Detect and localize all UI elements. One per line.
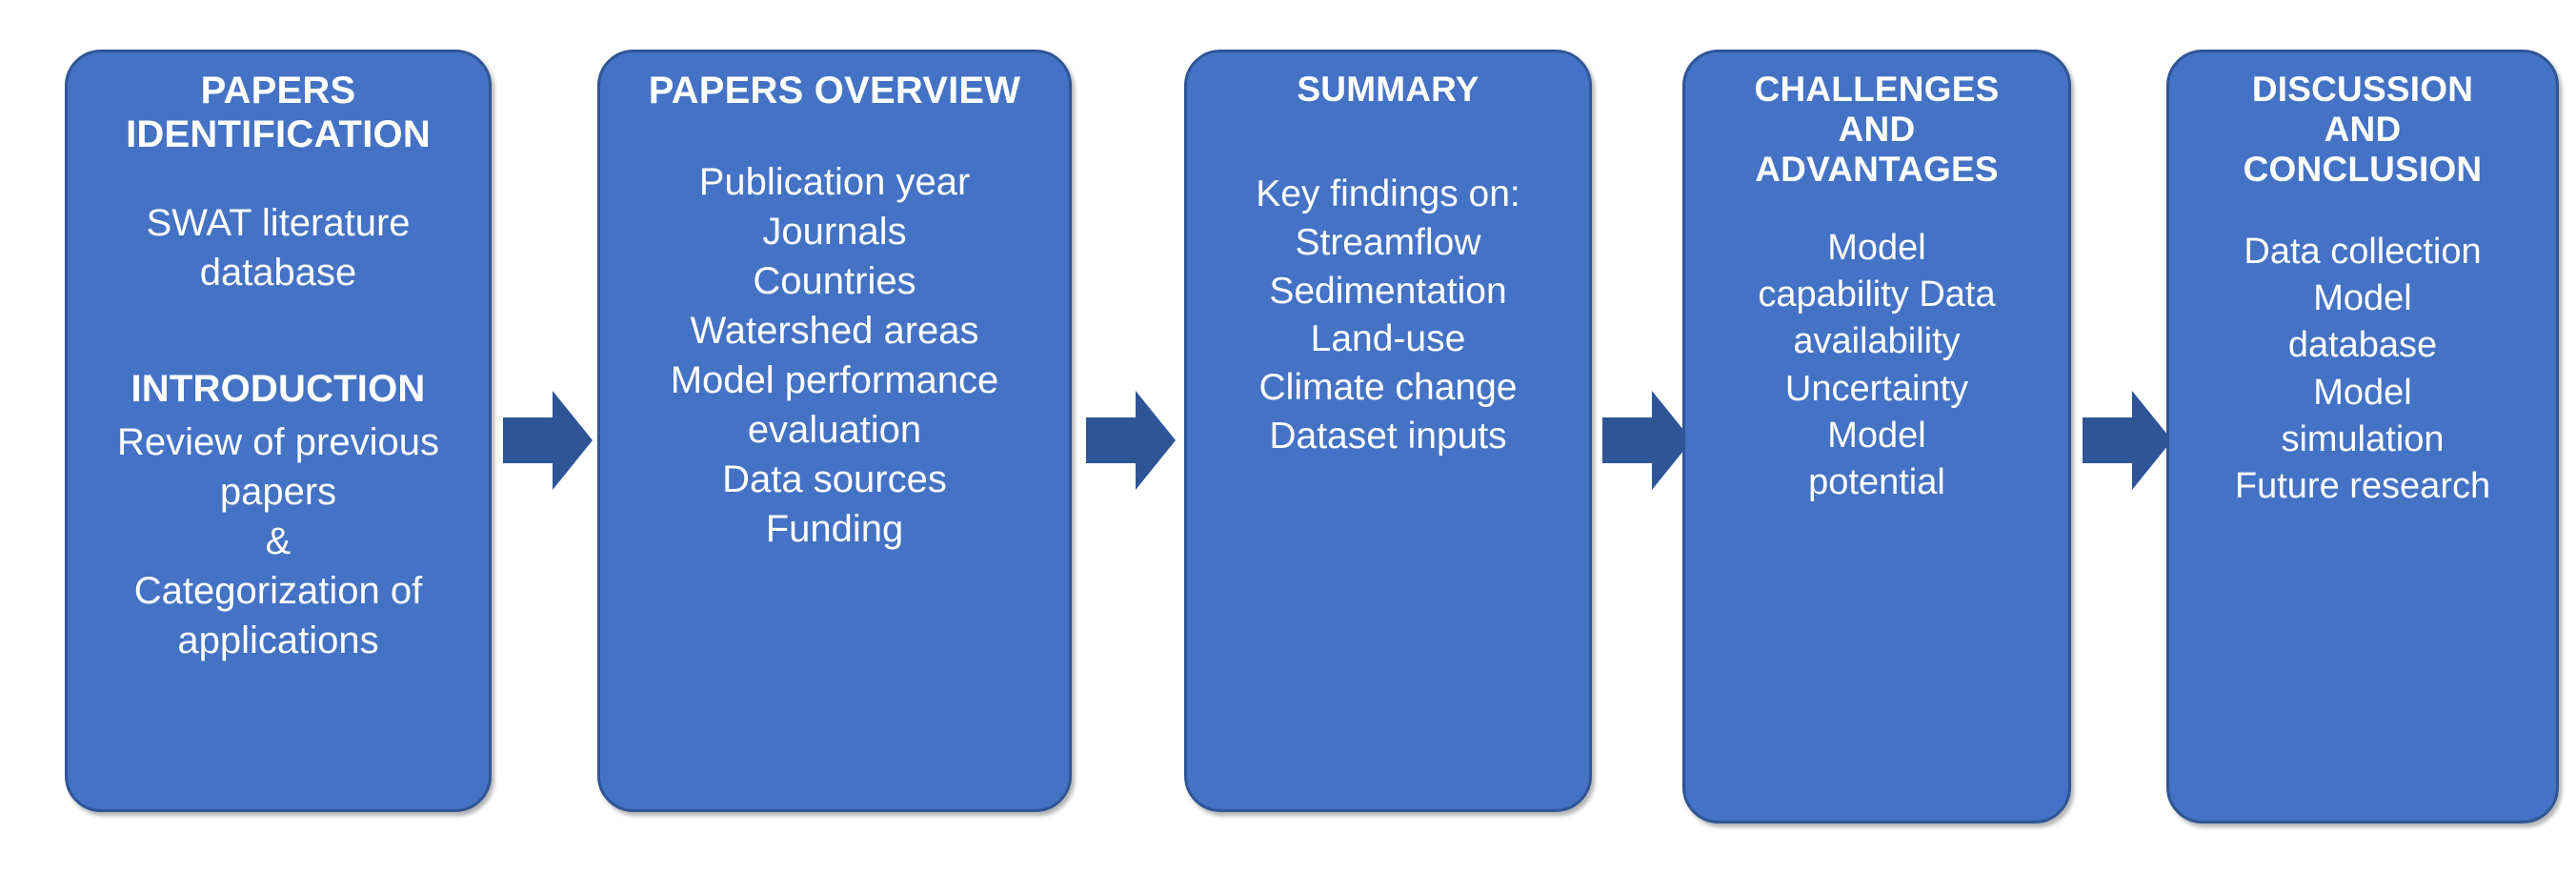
right-arrow-icon [503, 391, 593, 490]
stage-title-papers-overview: PAPERS OVERVIEW [648, 70, 1021, 112]
stage-title-challenges-and-advantages: CHALLENGES AND ADVANTAGES [1754, 70, 2000, 190]
stage-box-discussion-and-conclusion[interactable]: DISCUSSION AND CONCLUSION Data collectio… [2166, 50, 2559, 823]
stage-body-introduction: Review of previous papers & Categorizati… [117, 420, 439, 661]
right-arrow-icon [2083, 391, 2172, 490]
stage-box-papers-identification[interactable]: PAPERS IDENTIFICATION SWAT literature da… [65, 50, 492, 812]
stage-title-papers-identification: PAPERS IDENTIFICATION [126, 70, 431, 155]
stage-title-discussion-and-conclusion: DISCUSSION AND CONCLUSION [2243, 70, 2483, 190]
stage-body-papers-overview: Publication year Journals Countries Wate… [670, 160, 999, 550]
right-arrow-icon [1086, 391, 1176, 490]
stage-body-summary: Key findings on: Streamflow Sedimentatio… [1256, 173, 1520, 457]
stage-box-summary[interactable]: SUMMARY Key findings on: Streamflow Sedi… [1184, 50, 1592, 812]
stage-title-summary: SUMMARY [1297, 70, 1479, 109]
stage-box-challenges-and-advantages[interactable]: CHALLENGES AND ADVANTAGES Model capabili… [1682, 50, 2071, 823]
stage-title-introduction: INTRODUCTION [131, 368, 426, 411]
stage-body-discussion-and-conclusion: Data collection Model database Model sim… [2234, 231, 2491, 507]
stage-body-challenges-and-advantages: Model capability Data availability Uncer… [1758, 227, 1996, 503]
stage-box-papers-overview[interactable]: PAPERS OVERVIEW Publication year Journal… [597, 50, 1072, 812]
right-arrow-icon [1602, 391, 1692, 490]
stage-body-swat-database: SWAT literature database [146, 202, 411, 295]
